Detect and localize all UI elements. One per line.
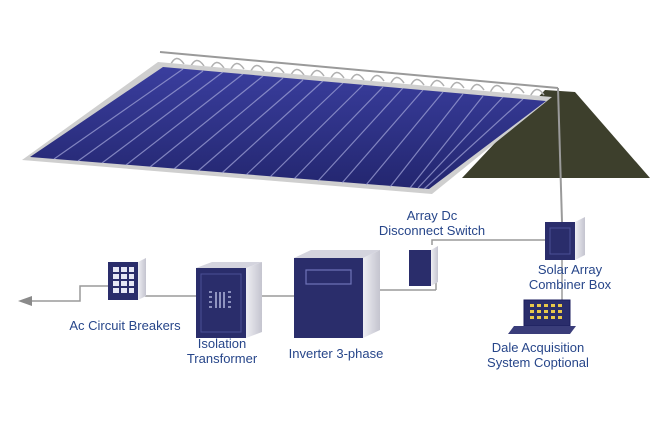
- combiner-box-label-line1: Solar Array: [537, 262, 603, 277]
- dc-disconnect-label-line2: Disconnect Switch: [378, 223, 486, 238]
- combiner-box-label-line2: Combiner Box: [528, 277, 612, 292]
- roof-back-slope: [462, 90, 650, 178]
- dc-disconnect-label-line1: Array Dc: [406, 208, 458, 223]
- solar-panel-icon: [22, 51, 650, 223]
- ac-breakers-label-line1: Ac Circuit Breakers: [69, 318, 181, 333]
- dc-disconnect-switch: [409, 246, 438, 286]
- isolation-transformer: [196, 262, 262, 338]
- arrow-left-icon: [18, 296, 32, 306]
- data-acquisition-label: Dale Acquisition System Coptional: [472, 340, 604, 370]
- combiner-box: [545, 217, 585, 260]
- data-acquisition-label-line2: System Coptional: [487, 355, 589, 370]
- transformer-label-line1: Isolation: [197, 336, 247, 351]
- inverter-label: Inverter 3-phase: [282, 346, 390, 361]
- dc-disconnect-label: Array Dc Disconnect Switch: [370, 208, 494, 238]
- ac-breaker-panel: [108, 258, 146, 300]
- transformer-label: Isolation Transformer: [182, 336, 262, 366]
- laptop-icon: [508, 299, 576, 334]
- ac-breakers-label: Ac Circuit Breakers: [62, 318, 188, 333]
- panel-surface: [30, 67, 546, 189]
- transformer-symbol-icon: [209, 291, 231, 308]
- panel-cell-lines: [53, 68, 524, 190]
- transformer-label-line2: Transformer: [186, 351, 258, 366]
- inverter: [294, 250, 380, 338]
- inverter-label-line1: Inverter 3-phase: [288, 346, 384, 361]
- data-acquisition-label-line1: Dale Acquisition: [491, 340, 585, 355]
- combiner-box-label: Solar Array Combiner Box: [522, 262, 618, 292]
